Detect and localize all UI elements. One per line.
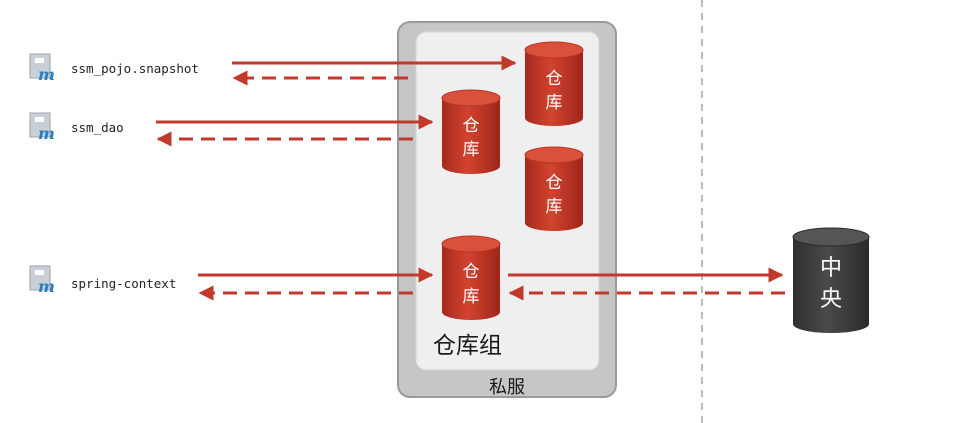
warehouse-label-top: 仓 [463,116,480,136]
svg-text:m: m [38,277,55,296]
svg-text:m: m [38,65,55,84]
module-row-3: m spring-context [29,265,176,296]
svg-text:m: m [38,124,55,143]
warehouse-cylinder-c: 仓 库 [524,146,584,231]
warehouse-group-label: 仓库组 [433,333,502,359]
warehouse-label-bottom: 库 [463,287,480,307]
warehouse-cylinder-d: 仓 库 [441,235,501,320]
warehouse-label-bottom: 库 [546,197,563,217]
central-label-top: 中 [820,256,842,281]
module-name: ssm_pojo.snapshot [71,61,199,76]
maven-module-icon: m [29,265,55,296]
warehouse-label-top: 仓 [463,262,480,282]
module-name: ssm_dao [71,120,124,135]
maven-module-icon: m [29,112,55,143]
maven-module-icon: m [29,53,55,84]
warehouse-label-bottom: 库 [546,93,563,113]
module-row-1: m ssm_pojo.snapshot [29,53,199,84]
warehouse-cylinder-a: 仓 库 [524,41,584,126]
warehouse-label-top: 仓 [546,173,563,193]
warehouse-cylinder-b: 仓 库 [441,89,501,174]
private-server-label: 私服 [489,377,525,398]
warehouse-label-top: 仓 [546,69,563,89]
module-name: spring-context [71,276,176,291]
private-server-box [397,21,617,398]
central-repository-cylinder: 中 央 [792,227,870,333]
module-row-2: m ssm_dao [29,112,124,143]
warehouse-label-bottom: 库 [463,140,480,160]
central-label-bottom: 央 [820,287,842,312]
